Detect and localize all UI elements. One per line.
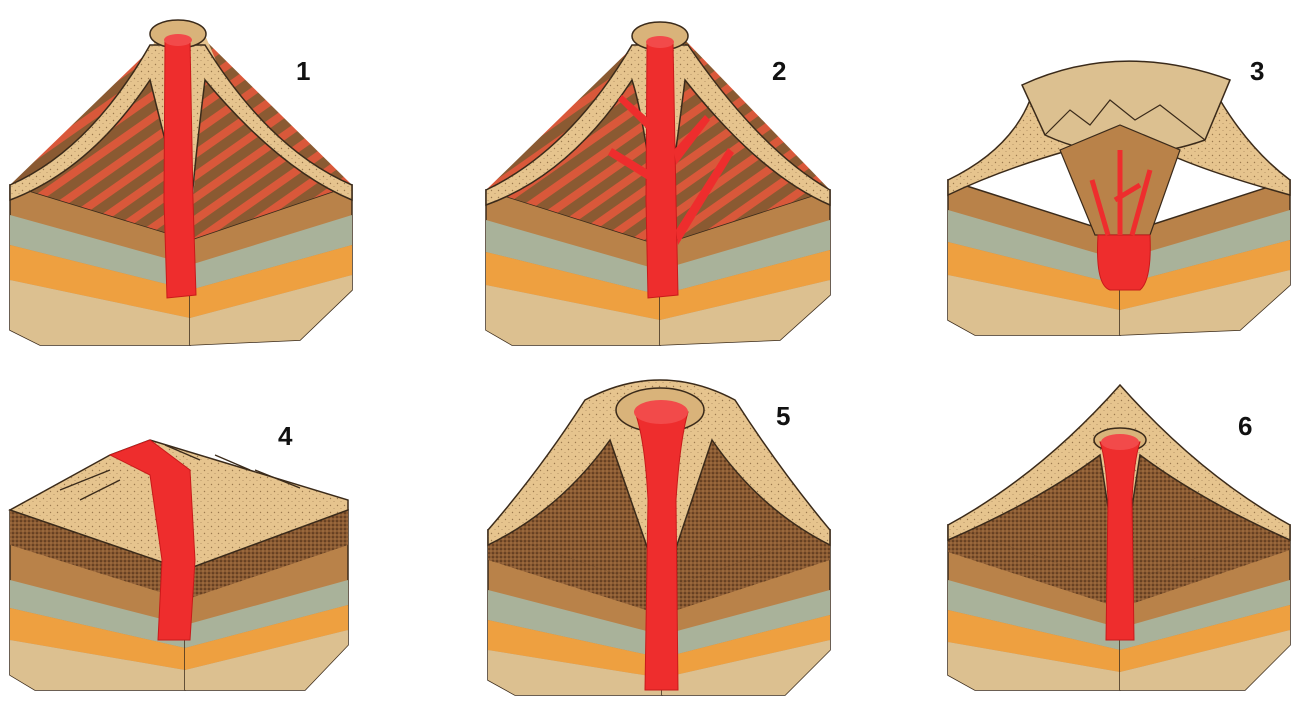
strata-block [485, 188, 831, 346]
panel-6: 6 [947, 383, 1291, 691]
strata-block [947, 178, 1291, 336]
panel-5: 5 [487, 379, 831, 696]
magma-chamber [1089, 150, 1153, 291]
panel-label-4: 4 [278, 421, 293, 451]
strata-block [487, 528, 831, 696]
panel-label-3: 3 [1250, 56, 1264, 86]
magma-conduit [163, 34, 197, 299]
panel-4: 4 [8, 421, 349, 691]
panel-label-5: 5 [776, 401, 790, 431]
panel-2: 2 [485, 21, 831, 346]
magma-conduit [1099, 434, 1141, 641]
panel-3: 3 [947, 56, 1291, 336]
magma-conduit [634, 400, 689, 691]
fissure-magma [108, 439, 196, 641]
panel-label-2: 2 [772, 56, 786, 86]
panel-label-6: 6 [1238, 411, 1252, 441]
strata-block [947, 523, 1291, 691]
panel-label-1: 1 [296, 56, 310, 86]
strata-block [9, 183, 353, 346]
panel-1: 1 [9, 19, 353, 346]
magma-conduit [608, 36, 734, 299]
